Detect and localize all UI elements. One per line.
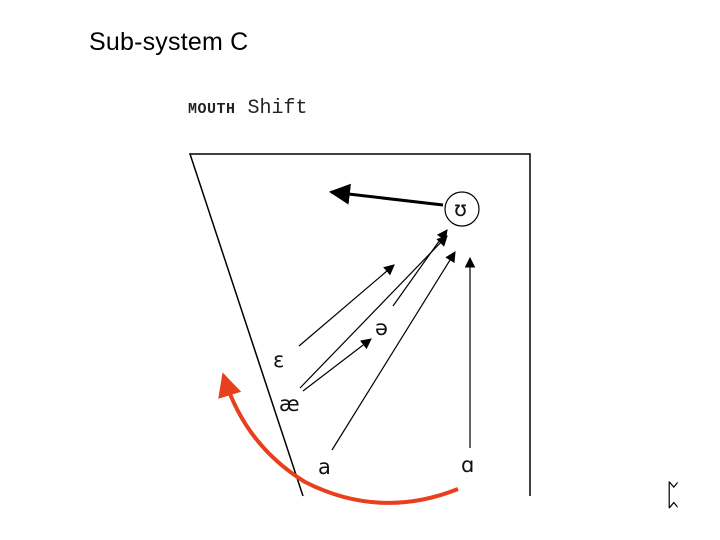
arrow-epsilon-to-upsilon (298, 264, 395, 347)
vowel-epsilon: ε (273, 348, 285, 372)
diagram-title-suffix: Shift (247, 97, 308, 120)
vowel-a-front: a (318, 455, 331, 479)
arrow-upsilon-to-left (328, 183, 444, 207)
arrow-a-to-upsilon (331, 251, 456, 451)
vowel-a-back: ɑ (461, 453, 475, 477)
arrow-schwa-to-upsilon (392, 229, 448, 307)
diagram-title-prefix: MOUTH (188, 101, 236, 118)
slide-title: Sub-system C (89, 28, 249, 56)
arrow-ash-to-upsilon (299, 235, 448, 389)
vowel-schwa: ə (375, 316, 388, 340)
red-curved-arrow (218, 372, 459, 505)
upsilon-circle (444, 191, 480, 227)
vowel-ash: æ (279, 392, 300, 416)
vowel-space-outline (188, 153, 531, 497)
diagram-title: MOUTH Shift (188, 97, 308, 120)
vowel-upsilon: ʊ (454, 197, 467, 221)
corner-rune-glyph: ᛈ (664, 478, 682, 513)
arrow-ash-to-schwa (302, 338, 372, 392)
